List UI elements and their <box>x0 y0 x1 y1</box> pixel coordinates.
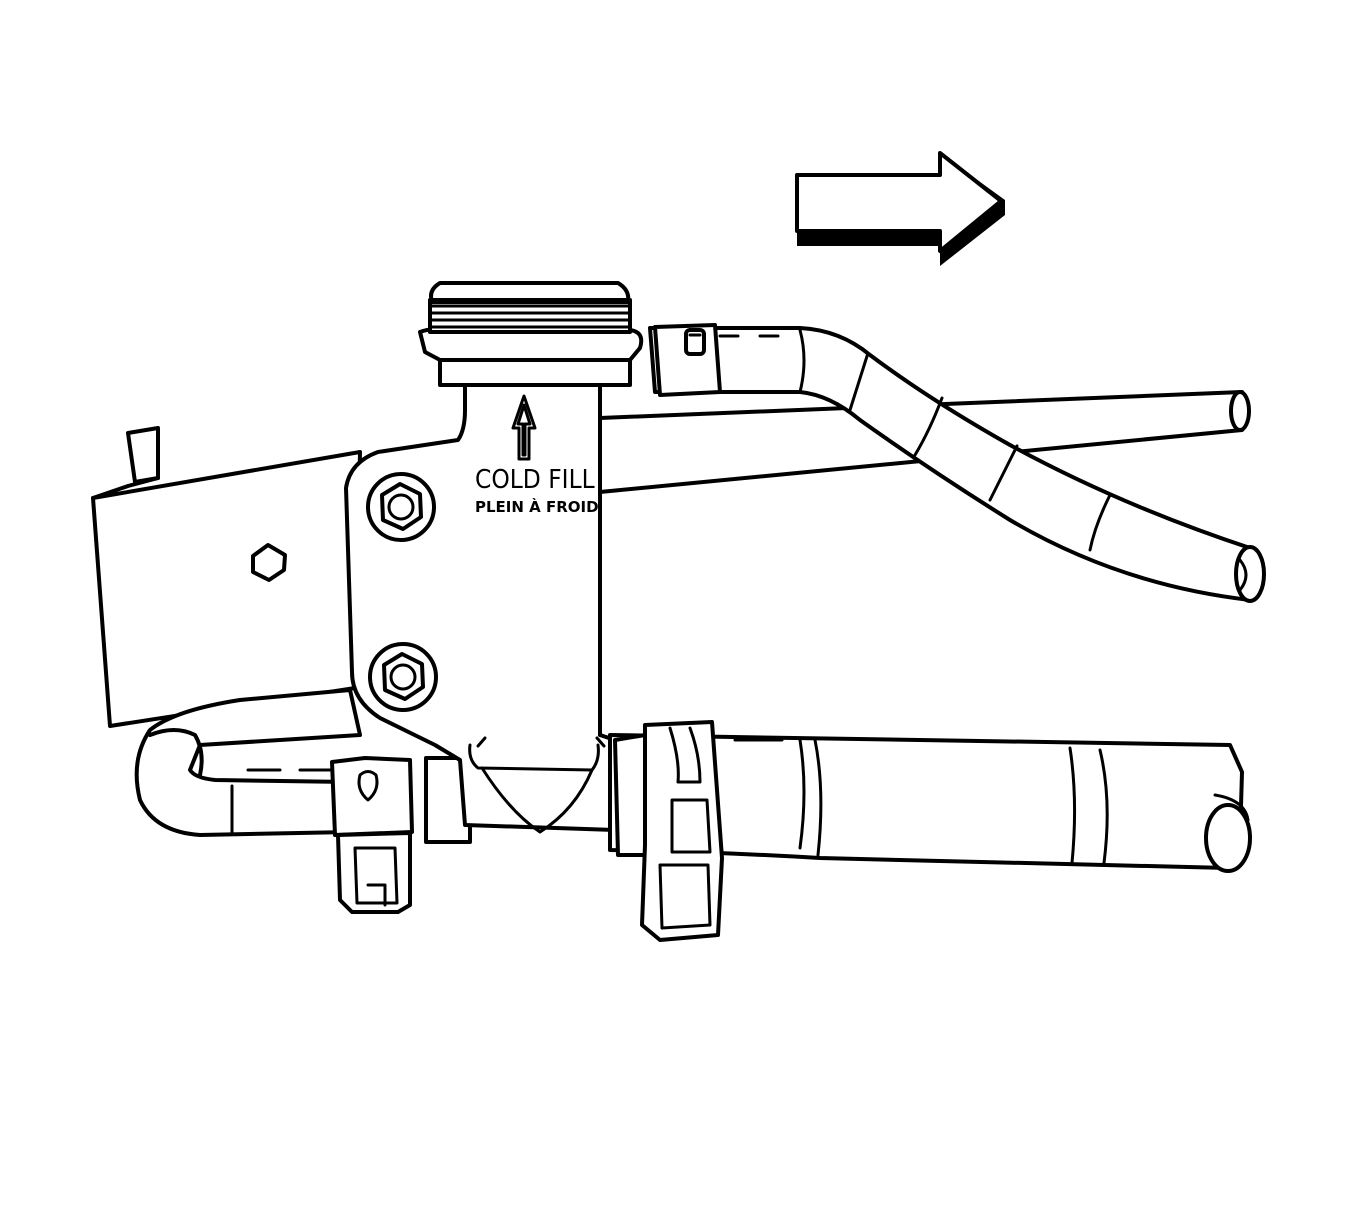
lower-hose-clamp <box>613 720 724 942</box>
cold-fill-label: COLD FILL <box>475 465 595 495</box>
mounting-bracket <box>91 426 362 728</box>
lower-main-hose <box>608 733 1252 873</box>
lower-left-clamp <box>330 756 414 914</box>
upper-mounting-nut-icon <box>366 472 436 542</box>
filler-neck <box>418 281 644 387</box>
fill-arrow-icon <box>511 394 537 461</box>
direction-arrow-icon <box>795 151 1005 266</box>
lower-mounting-nut-icon <box>368 642 438 712</box>
lower-left-hose <box>134 688 472 844</box>
bracket-bolt-icon <box>251 543 287 582</box>
upper-hose <box>648 323 1266 603</box>
plein-a-froid-label: PLEIN À FROID <box>475 497 599 516</box>
